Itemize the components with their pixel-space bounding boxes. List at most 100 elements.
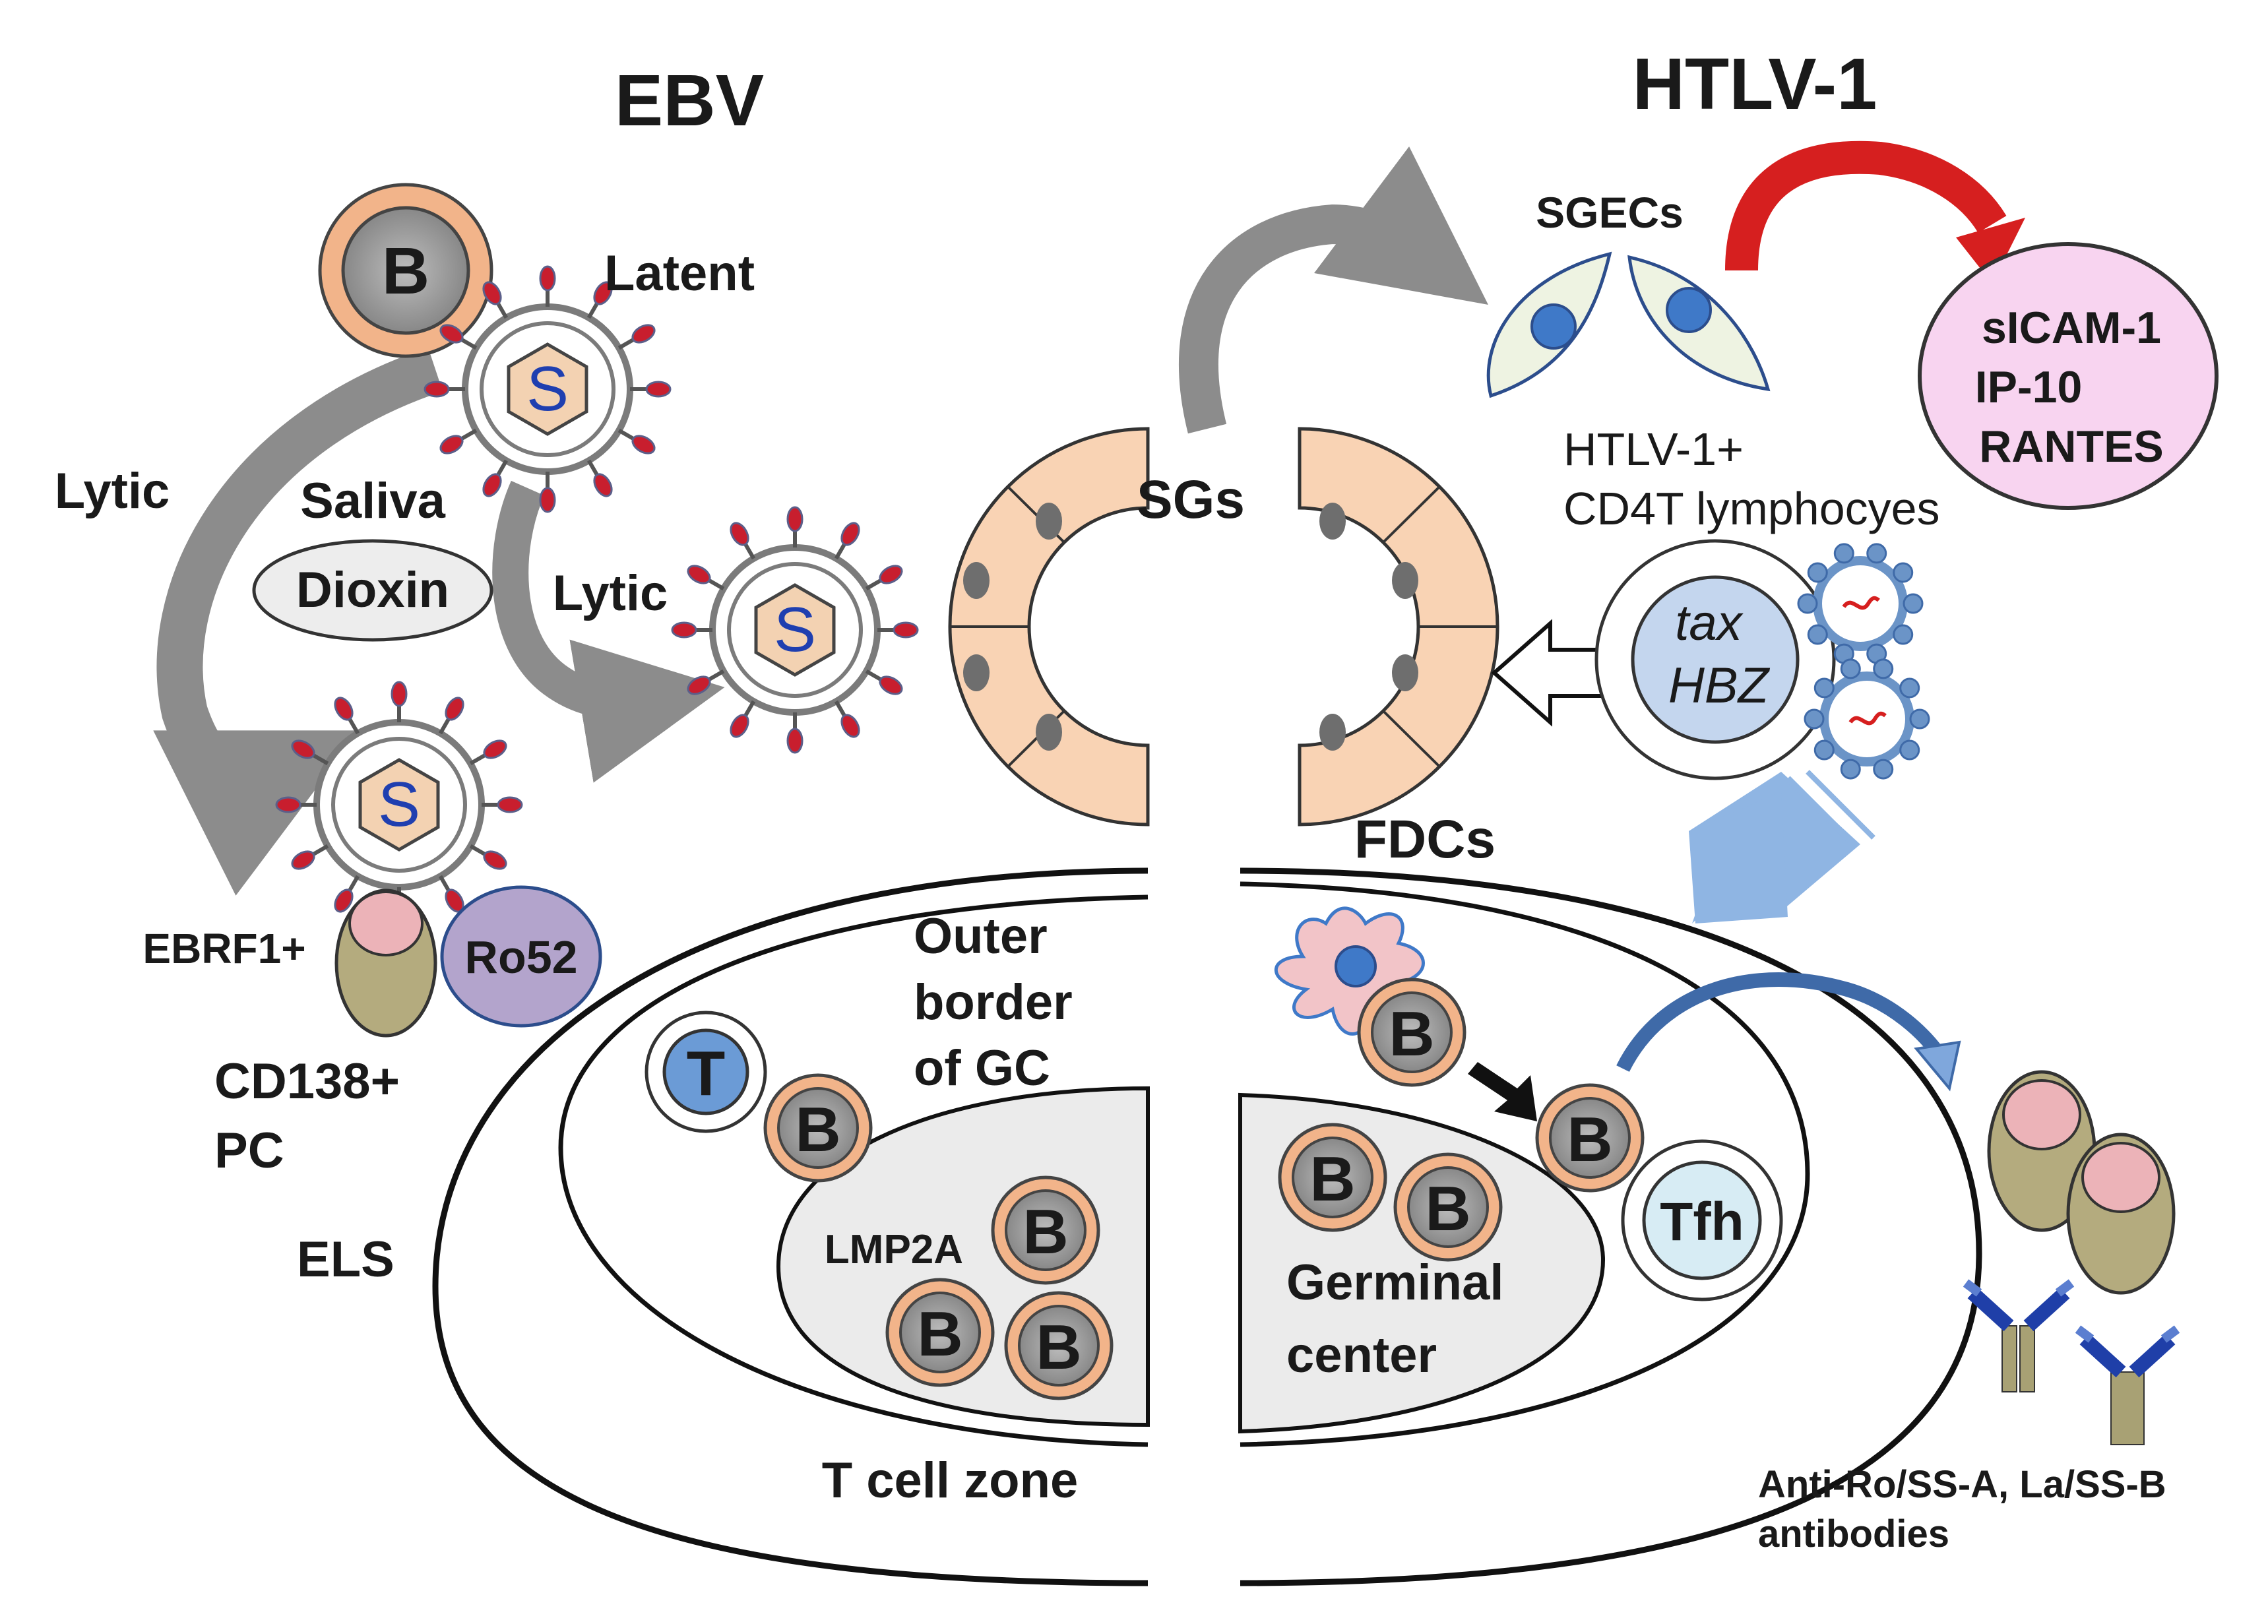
label-t-cell-zone: T cell zone: [822, 1452, 1079, 1509]
plasma-cell-htlv-2: [2066, 1133, 2176, 1295]
arrow-lytic-left: [153, 347, 443, 896]
virion-spike-tip: [840, 522, 860, 546]
htlv-spike: [1909, 708, 1930, 730]
label-lytic-right: Lytic: [553, 565, 668, 621]
label-ebrf1: EBRF1+: [142, 925, 305, 972]
virion-spike-tip: [275, 796, 301, 813]
virion-spike-tip: [291, 739, 315, 759]
infected-t-cell: tax HBZ: [1594, 539, 1836, 780]
label-antibodies-1: Anti-Ro/SS-A, La/SS-B: [1758, 1463, 2166, 1506]
plasma-cell-htlv-1: [1987, 1070, 2096, 1232]
virion-spike-tip: [334, 889, 354, 913]
label-cd138: CD138+: [214, 1053, 400, 1109]
label-outer-border-1: Outer: [914, 908, 1048, 964]
acinus-left: [948, 427, 1150, 827]
virion-spike-tip: [645, 381, 672, 398]
cytokine-sicam1: sICAM-1: [1982, 303, 2161, 353]
virion-spike-tip: [483, 850, 507, 870]
label-fdcs: FDCs: [1354, 809, 1496, 869]
virion-latent-symbol: S: [526, 354, 569, 424]
b-label: B: [1425, 1173, 1470, 1244]
arrow-sgs-to-sgecs: [1178, 146, 1489, 434]
virion-spike-tip: [687, 675, 711, 695]
acinus-right: [1298, 427, 1499, 827]
tfh-cell: Tfh: [1621, 1139, 1783, 1301]
virion-spike-tip: [439, 435, 464, 454]
virion-spike-tip: [631, 324, 656, 344]
center-gap: [1151, 844, 1237, 1616]
label-lmp2a: LMP2A: [825, 1227, 963, 1272]
label-hbz: HBZ: [1668, 658, 1771, 714]
cytokine-ip10: IP-10: [1975, 362, 2083, 412]
t-cell-label: T: [687, 1038, 726, 1109]
virion-spike-tip: [334, 697, 354, 721]
virion-spike-tip: [539, 265, 556, 292]
cytokine-bubble: sICAM-1 IP-10 RANTES: [1918, 242, 2219, 510]
label-outer-border-3: of GC: [914, 1040, 1050, 1096]
arrow-lytic-right: [492, 480, 725, 783]
title-htlv1: HTLV-1: [1633, 44, 1877, 125]
ebv-virion-lytic-sg: S: [671, 506, 919, 754]
label-pc: PC: [214, 1123, 284, 1179]
ro52-blob: Ro52: [440, 885, 602, 1028]
label-sgecs: SGECs: [1536, 188, 1684, 237]
b-label: B: [1309, 1144, 1355, 1214]
b-label: B: [1023, 1197, 1068, 1267]
b-cell-htlv-2: B: [1535, 1083, 1645, 1193]
virion-spike-tip: [879, 565, 903, 584]
b-cell-gc-3: B: [1004, 1291, 1114, 1400]
virion-spike-tip: [593, 281, 613, 305]
htlv-spike: [1903, 593, 1924, 614]
htlv-spike: [1833, 543, 1854, 564]
b-cell-gc-1: B: [991, 1175, 1100, 1285]
b-label: B: [795, 1094, 840, 1165]
label-els: ELS: [297, 1232, 394, 1288]
dioxin-pill: Dioxin: [252, 539, 493, 642]
htlv-spike: [1899, 739, 1920, 761]
label-sgs: SGs: [1137, 470, 1245, 530]
htlv-spike: [1807, 624, 1828, 645]
plasma-cell-left: [334, 889, 437, 1038]
label-antibodies-2: antibodies: [1758, 1513, 1949, 1555]
b-cell-htlv-1: B: [1357, 978, 1466, 1087]
label-htlv-cd4-1: HTLV-1+: [1563, 423, 1744, 475]
htlv-spike: [1813, 739, 1835, 761]
label-lytic-left: Lytic: [55, 463, 170, 519]
virion-spike-tip: [439, 324, 464, 344]
ebv-virion-pc: S: [275, 681, 523, 929]
htlv-spike: [1866, 543, 1887, 564]
htlv-spike: [1807, 562, 1828, 583]
virion-spike-tip: [539, 487, 556, 513]
virion-spike-tip: [786, 728, 803, 754]
ebv-virion-latent: S: [424, 265, 672, 513]
htlv-spike: [1813, 677, 1835, 699]
virion-spike-tip: [730, 522, 749, 546]
label-germinal: Germinal: [1286, 1255, 1503, 1311]
htlv-virion-1: [1797, 543, 1924, 664]
blue-arrow-to-germinal: [1689, 770, 1875, 923]
virion-spike-tip: [879, 675, 903, 695]
htlv-spike: [1873, 658, 1894, 679]
virion-spike-tip: [482, 473, 502, 497]
b-label: B: [917, 1299, 962, 1369]
label-tfh: Tfh: [1660, 1192, 1744, 1252]
label-ro52: Ro52: [464, 931, 577, 983]
virion-spike-tip: [424, 381, 450, 398]
htlv-spike: [1873, 759, 1894, 780]
virion-spike-tip: [497, 796, 523, 813]
virion-spike-tip: [687, 565, 711, 584]
title-ebv: EBV: [615, 60, 764, 141]
arrow-red-to-cytokines: [1725, 141, 2007, 271]
htlv-virion-2: [1804, 658, 1930, 780]
t-cell-ebv: T: [645, 1011, 767, 1133]
antibody-1: [1963, 1279, 2075, 1392]
b-label: B: [1036, 1312, 1081, 1383]
b-cell-htlv-gc-1: B: [1278, 1123, 1387, 1232]
arrow-blue-curve: [1616, 972, 1946, 1072]
virion-spike-tip: [786, 506, 803, 532]
b-cell-top: B: [318, 183, 493, 358]
htlv-spike: [1899, 677, 1920, 699]
cytokine-rantes: RANTES: [1979, 422, 2164, 472]
virion-spike-tip: [730, 714, 749, 738]
